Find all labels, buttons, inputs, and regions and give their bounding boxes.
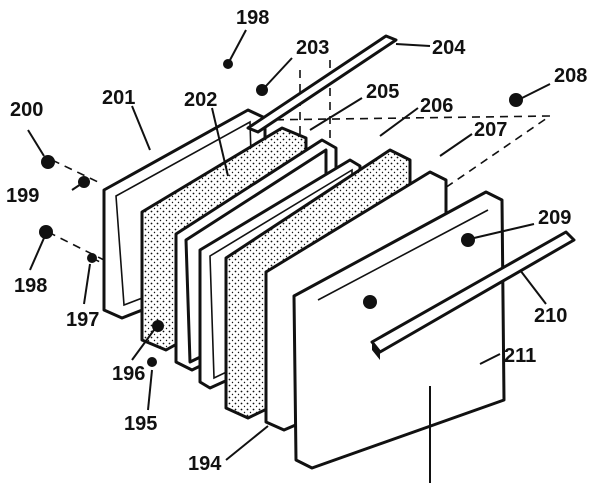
label-194: 194 [188, 453, 222, 475]
label-207: 207 [474, 119, 507, 141]
label-201: 201 [102, 87, 135, 109]
label-202: 202 [184, 89, 217, 111]
leader-lines [27, 29, 551, 483]
label-200: 200 [10, 99, 43, 121]
fasteners [39, 59, 523, 367]
label-206: 206 [420, 95, 453, 117]
part-204-top-trim [246, 34, 398, 134]
label-208: 208 [554, 65, 587, 87]
label-198-left: 198 [14, 275, 47, 297]
part-210-handle [370, 230, 576, 360]
label-199: 199 [6, 185, 39, 207]
label-203: 203 [296, 37, 329, 59]
label-197: 197 [66, 309, 99, 331]
label-210: 210 [534, 305, 567, 327]
label-209: 209 [538, 207, 571, 229]
label-196: 196 [112, 363, 145, 385]
label-211: 211 [504, 345, 536, 367]
label-204: 204 [432, 37, 466, 59]
label-198-top: 198 [236, 7, 269, 29]
label-205: 205 [366, 81, 399, 103]
label-195: 195 [124, 413, 157, 435]
part-labels: 198 203 204 208 200 201 202 205 206 207 … [6, 7, 587, 475]
